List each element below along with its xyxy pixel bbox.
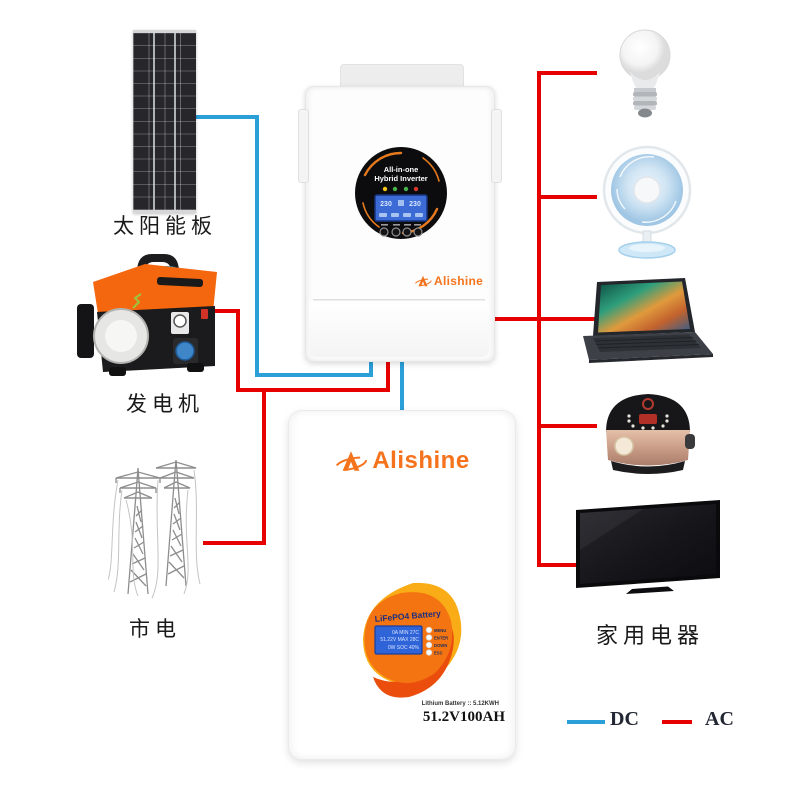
desk-fan (602, 145, 692, 259)
battery-capacity: 51.2V100AH (422, 709, 505, 725)
battery-btn-enter: ENTER (434, 636, 448, 641)
generator-meter (173, 314, 187, 328)
generator-switch (201, 309, 208, 319)
tv-stand (626, 586, 674, 594)
generator-engine-hub (105, 320, 137, 352)
generator-vent (156, 276, 204, 288)
battery-brand-name: Alishine (372, 447, 470, 474)
generator-socket (175, 341, 195, 361)
alishine-logo-icon (335, 451, 368, 471)
cooker-buttons (627, 414, 669, 430)
legend-dc-label: DC (610, 708, 639, 730)
fan-base-top (629, 244, 665, 252)
appliances-label: 家用电器 (595, 623, 704, 648)
television (576, 500, 720, 594)
ac-line-generator-to-inverter (212, 309, 390, 392)
lcd-value-left: 230 (380, 201, 392, 208)
battery-btn-esc: ESC (434, 651, 443, 656)
battery-lcd-line3: 0W SOC 40% (388, 645, 420, 651)
alishine-logo-icon (414, 275, 432, 287)
bulb-globe (619, 29, 671, 81)
power-wires (108, 469, 201, 599)
inverter-mount-tab-left (298, 109, 309, 183)
battery-lcd (374, 625, 423, 655)
control-buttons (379, 227, 423, 237)
inverter-lcd (374, 194, 428, 222)
generator-handle (137, 254, 179, 272)
inverter-title-line1: All-in-one (384, 165, 419, 174)
bulb-screw-base (633, 92, 657, 110)
dc-line-solar-to-inverter (196, 115, 373, 377)
grid-towers (108, 459, 201, 599)
lcd-value-right: 230 (409, 201, 421, 208)
cooker-lid (606, 394, 690, 432)
inverter-brand-logo: Alishine (414, 273, 483, 289)
led-bulb (619, 29, 671, 118)
rice-cooker (606, 394, 695, 474)
laptop-front-edge (589, 354, 713, 363)
cooker-base (611, 461, 685, 474)
status-leds (382, 186, 419, 192)
keyboard-rows (594, 337, 700, 349)
generator-frame (77, 304, 94, 358)
tower-2 (155, 459, 197, 587)
inverter-divider (313, 299, 485, 301)
bulb-neck (630, 72, 660, 89)
tower-1 (115, 467, 161, 595)
legend-ac-label: AC (705, 708, 734, 730)
fan-swirl-lines (616, 156, 677, 223)
battery-btn-down: DOWN (434, 643, 447, 648)
inverter-mount-tab-right (491, 109, 502, 183)
button-labels (381, 224, 421, 226)
generator-canopy (93, 264, 217, 320)
fan-hub (633, 176, 661, 204)
inverter-display: All-in-one Hybrid Inverter 230 230 (355, 147, 447, 239)
laptop-screen (598, 281, 690, 333)
legend-dc-line (567, 720, 605, 724)
battery-spec-text: Lithium Battery :: 5.12KWH (421, 701, 499, 707)
inverter-brand-name: Alishine (434, 274, 484, 288)
legend-ac-line (662, 720, 692, 724)
tv-reflection (580, 508, 644, 550)
cooker-handle (685, 434, 695, 449)
inverter-bottom-panel (309, 301, 489, 357)
ac-trunk-line (537, 71, 597, 567)
grid-label: 市电 (129, 617, 181, 641)
generator-foot-left (109, 367, 126, 376)
lcd-flow-icon (398, 200, 404, 206)
battery-lcd-line1: 0A MIN 27C (392, 630, 419, 636)
inverter-title-line2: Hybrid Inverter (374, 174, 427, 183)
bulb-collar (634, 88, 656, 92)
bulb-tip (638, 108, 652, 118)
tv-screen (580, 504, 716, 584)
generator-foot-right (187, 363, 204, 372)
lcd-icons (379, 213, 423, 217)
ac-line-grid-branch (203, 390, 266, 545)
battery-brand-logo: Alishine (289, 447, 515, 475)
battery-display-cluster: LiFePO4 Battery 0A MIN 27C 51.22V MAX 28… (363, 582, 462, 698)
solar-panel-label: 太阳能板 (113, 214, 217, 238)
generator-wire (132, 293, 142, 309)
cooker-lid-badge (642, 398, 654, 410)
battery-lcd-line2: 51.22V MAX 28C (380, 637, 419, 643)
laptop (583, 278, 713, 363)
battery-btn-menu: MENU (434, 628, 446, 633)
battery-buttons: MENU ENTER DOWN ESC (425, 626, 448, 656)
display-bezel (355, 147, 447, 239)
solar-panel (133, 30, 196, 213)
generator-label: 发电机 (126, 392, 204, 416)
generator (77, 254, 217, 376)
cooker-display (639, 414, 657, 424)
cooker-window (614, 436, 634, 456)
hybrid-inverter: All-in-one Hybrid Inverter 230 230 (298, 86, 502, 362)
lifepo4-battery: Alishine LiFePO4 Battery 0A MIN 27C 51.2… (288, 410, 516, 760)
